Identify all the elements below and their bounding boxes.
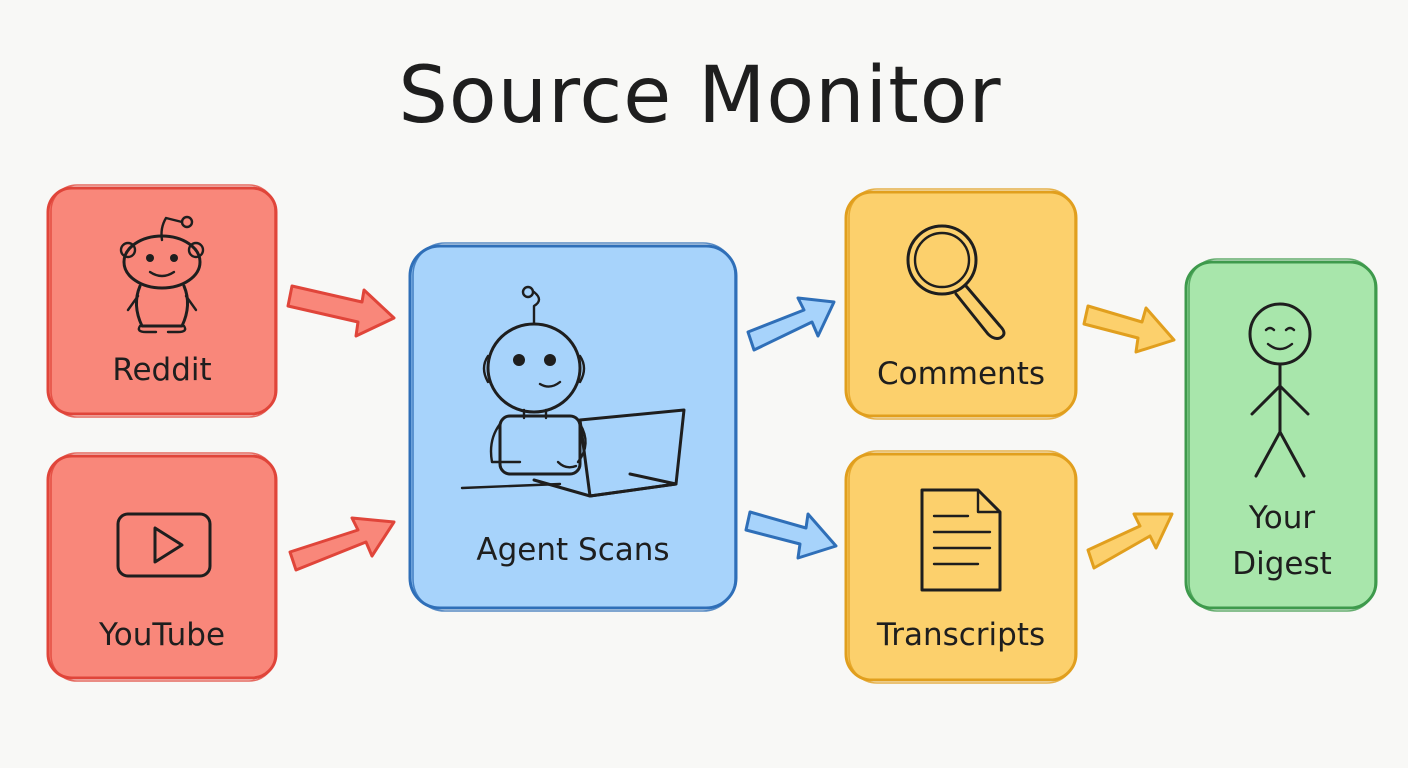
your-digest-label-line2: Digest [1232, 546, 1332, 582]
reddit-label: Reddit [112, 352, 211, 388]
node-your-digest: Your Digest [1184, 258, 1378, 612]
arrow-reddit-to-agent [286, 284, 396, 338]
robot-laptop-icon [460, 285, 686, 498]
arrow-transcripts-to-digest [1086, 512, 1174, 570]
transcripts-label: Transcripts [876, 617, 1045, 653]
document-icon [920, 488, 1002, 592]
reddit-alien-icon [119, 215, 205, 334]
your-digest-label-line1: Your [1248, 500, 1315, 536]
node-reddit: Reddit [46, 184, 278, 418]
arrow-agent-to-comments [746, 296, 836, 352]
arrow-youtube-to-agent [288, 516, 396, 572]
page-title: Source Monitor [398, 51, 1001, 141]
magnifier-icon [906, 224, 1006, 340]
agent-scans-label: Agent Scans [476, 532, 669, 568]
arrow-agent-to-transcripts [744, 510, 838, 560]
youtube-label: YouTube [98, 617, 225, 653]
arrow-comments-to-digest [1082, 304, 1176, 354]
node-comments: Comments [844, 188, 1078, 420]
stick-figure-icon [1248, 302, 1312, 478]
node-youtube: YouTube [46, 452, 278, 682]
node-transcripts: Transcripts [844, 450, 1078, 684]
node-agent-scans: Agent Scans [408, 242, 738, 612]
comments-label: Comments [877, 356, 1045, 392]
youtube-play-icon [116, 512, 212, 578]
